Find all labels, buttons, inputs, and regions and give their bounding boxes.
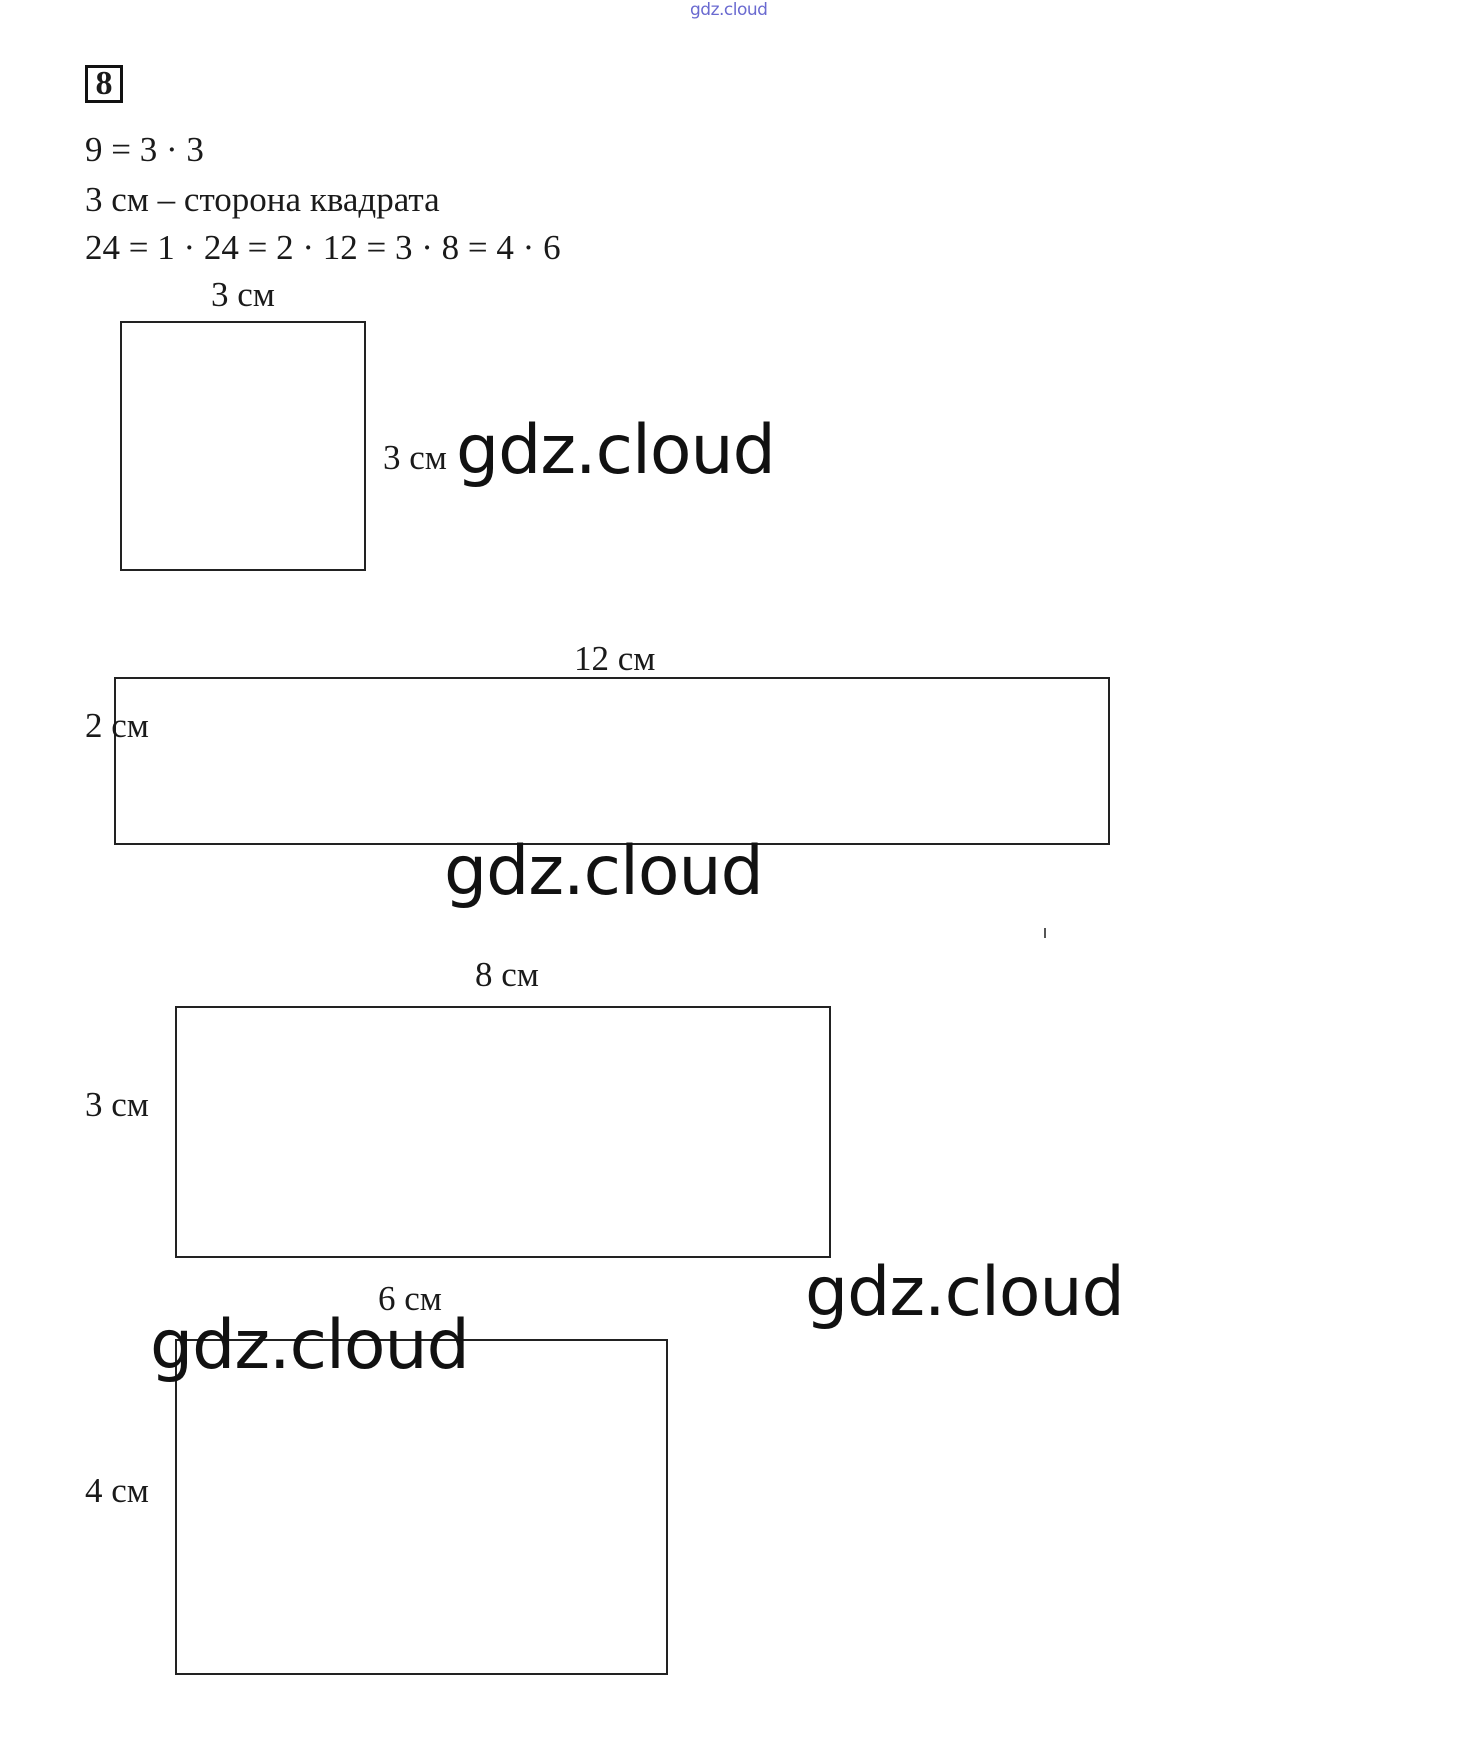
watermark-2: gdz.cloud	[444, 832, 764, 911]
header-watermark: gdz.cloud	[690, 0, 768, 20]
watermark-4: gdz.cloud	[150, 1306, 470, 1385]
rect-4x6-side-label: 4 см	[85, 1471, 149, 1510]
square-side-label: 3 см	[383, 438, 447, 477]
equation-line-2: 3 см – сторона квадрата	[85, 180, 440, 219]
stray-mark	[1044, 928, 1046, 938]
task-number: 8	[85, 65, 123, 103]
rect-3x8-figure	[175, 1006, 831, 1258]
equation-line-3: 24 = 1 · 24 = 2 · 12 = 3 · 8 = 4 · 6	[85, 228, 561, 267]
rect-4x6-top-label: 6 см	[378, 1279, 442, 1318]
rect-2x12-figure	[114, 677, 1110, 845]
square-top-label: 3 см	[211, 275, 275, 314]
rect-2x12-side-label: 2 см	[85, 706, 149, 745]
rect-3x8-top-label: 8 см	[475, 955, 539, 994]
watermark-3: gdz.cloud	[805, 1253, 1125, 1332]
watermark-1: gdz.cloud	[456, 411, 776, 490]
rect-3x8-side-label: 3 см	[85, 1085, 149, 1124]
rect-4x6-figure	[175, 1339, 668, 1675]
square-figure	[120, 321, 366, 571]
equation-line-1: 9 = 3 · 3	[85, 130, 204, 169]
rect-2x12-top-label: 12 см	[574, 639, 656, 678]
